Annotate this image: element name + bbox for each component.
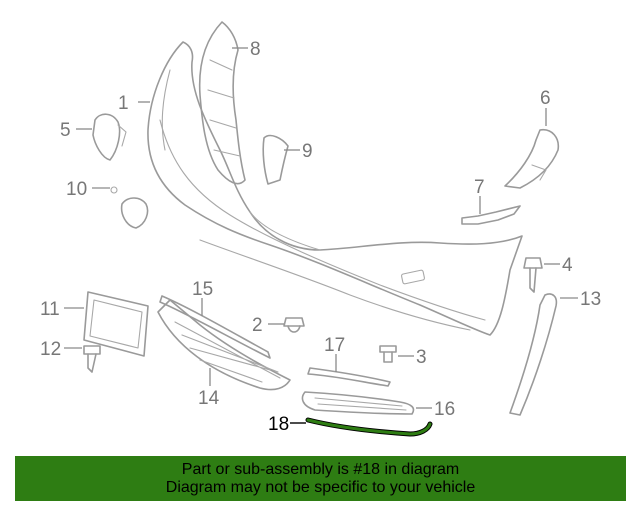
callout-6: 6	[540, 88, 551, 109]
callout-16: 16	[434, 399, 455, 420]
part-11-license-plate-bracket	[83, 291, 149, 357]
callout-7: 7	[474, 177, 485, 198]
part-9-bracket	[262, 134, 289, 185]
callout-12: 12	[40, 339, 61, 360]
part-3-clip	[379, 345, 397, 363]
callout-15: 15	[192, 279, 213, 300]
info-banner: Part or sub-assembly is #18 in diagram D…	[15, 456, 626, 501]
part-8-bracket	[198, 21, 246, 185]
banner-line-2: Diagram may not be specific to your vehi…	[165, 478, 476, 496]
part-12-screw	[83, 345, 101, 373]
callout-14: 14	[198, 388, 220, 409]
callout-10: 10	[66, 179, 87, 200]
part-7-bracket	[461, 205, 521, 225]
part-15-grille-trim	[159, 295, 271, 359]
callout-9: 9	[302, 141, 313, 162]
part-5-cap	[92, 113, 127, 161]
callout-8: 8	[250, 39, 261, 60]
part-14-lower-grille	[157, 299, 291, 391]
part-13-trim-strip	[509, 293, 558, 416]
callout-3: 3	[416, 347, 427, 368]
banner-line-1: Part or sub-assembly is #18 in diagram	[181, 460, 460, 478]
callout-1: 1	[118, 93, 129, 114]
part-17-trim-molding	[307, 367, 391, 387]
part-2-clip	[283, 317, 305, 333]
callout-18: 18	[268, 414, 289, 435]
part-16-fog-trim	[301, 391, 415, 415]
part-10-tow-hook-cap	[110, 186, 149, 229]
leader-lines	[64, 47, 578, 424]
callout-17: 17	[324, 335, 345, 356]
part-6-grille-insert	[504, 128, 560, 189]
callout-4: 4	[562, 255, 573, 276]
callout-2: 2	[252, 315, 263, 336]
part-4-bolt	[523, 257, 543, 293]
parts-diagram: 1 2 3 4 5 6 7 8 9 10 11 12 13 14 15 16 1…	[40, 21, 601, 437]
callout-13: 13	[580, 289, 601, 310]
part-18-highlighted-strip	[305, 417, 433, 437]
part-1-bumper-cover	[147, 41, 523, 336]
callout-11: 11	[40, 299, 60, 320]
callout-5: 5	[60, 120, 71, 141]
